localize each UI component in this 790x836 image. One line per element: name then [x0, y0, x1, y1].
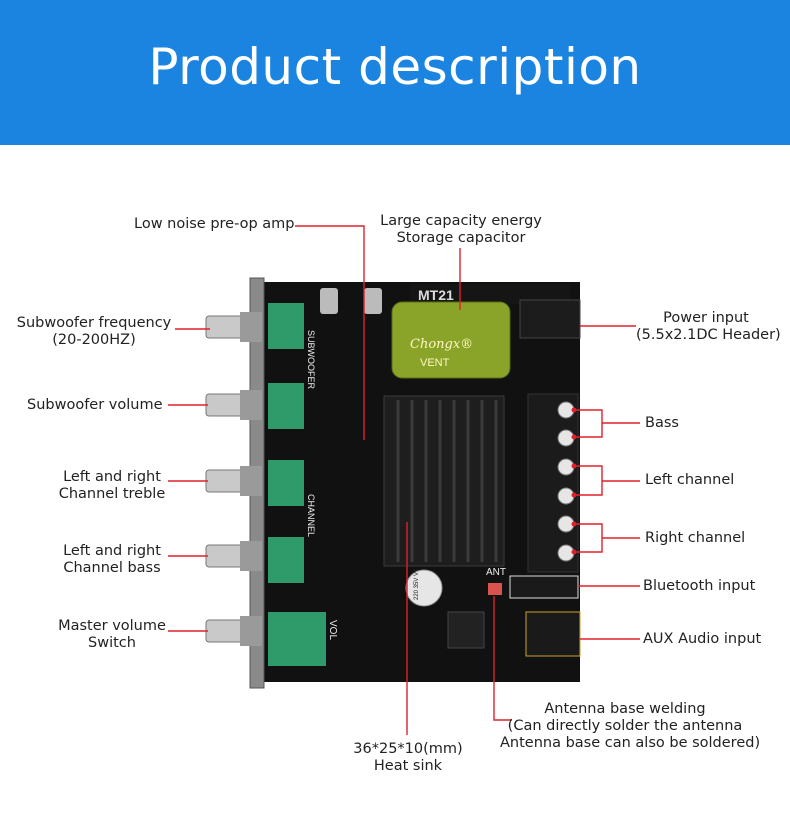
label-sub-volume: Subwoofer volume	[27, 397, 163, 413]
label-left-channel: Left channel	[645, 472, 735, 488]
label-preamp: Low noise pre-op amp	[134, 216, 295, 232]
small-capacitor-1	[320, 288, 338, 314]
antenna-pads	[488, 583, 502, 595]
label-master-volume-line1: Master volume	[58, 618, 166, 634]
label-treble: Left and right Channel treble	[52, 469, 172, 503]
board-model-text: MT21	[418, 287, 454, 303]
knob-master-volume	[205, 616, 262, 646]
heatsink	[383, 395, 505, 567]
label-bass-knob-line2: Channel bass	[63, 560, 161, 576]
bluetooth-module	[509, 575, 579, 599]
pot-master	[268, 612, 326, 666]
pot-sub-frequency	[268, 303, 304, 349]
label-antenna-line3: Antenna base can also be soldered)	[500, 735, 761, 751]
silk-ant: ANT	[486, 567, 506, 578]
label-sub-frequency: Subwoofer frequency (20-200HZ)	[14, 315, 174, 349]
label-master-volume: Master volume Switch	[52, 618, 172, 652]
amp-chip	[447, 611, 485, 649]
label-bass-knob-line1: Left and right	[63, 543, 161, 559]
label-master-volume-line2: Switch	[88, 635, 136, 651]
label-capacitor: Large capacity energy Storage capacitor	[380, 213, 542, 247]
label-antenna-line1: Antenna base welding	[544, 701, 706, 717]
label-capacitor-line1: Large capacity energy	[380, 213, 542, 229]
storage-capacitor	[391, 301, 511, 379]
capacitor-vent: VENT	[420, 357, 450, 369]
label-capacitor-line2: Storage capacitor	[396, 230, 526, 246]
label-right-channel: Right channel	[645, 530, 746, 546]
label-power-input-line1: Power input	[663, 310, 749, 326]
label-power-input: Power input (5.5x2.1DC Header)	[636, 310, 781, 344]
label-bass-output: Bass	[645, 415, 679, 431]
silk-channel: CHANNEL	[306, 494, 316, 537]
pot-treble	[268, 460, 304, 506]
speaker-terminal-block	[527, 393, 579, 573]
silk-subwoofer: SUBWOOFER	[306, 330, 316, 390]
label-heatsink-line1: 36*25*10(mm)	[353, 741, 463, 757]
label-antenna: Antenna base welding (Can directly solde…	[500, 701, 761, 752]
dc-jack	[519, 299, 581, 339]
pot-bass	[268, 537, 304, 583]
label-heatsink: 36*25*10(mm) Heat sink	[346, 741, 470, 775]
label-antenna-line2: (Can directly solder the antenna	[507, 718, 743, 734]
capacitor-brand: Chongx®	[410, 337, 473, 352]
label-bass-knob: Left and right Channel bass	[52, 543, 172, 577]
knob-sub-frequency	[205, 312, 262, 342]
label-bluetooth-input: Bluetooth input	[643, 578, 756, 594]
aux-jack	[525, 611, 581, 657]
label-treble-line2: Channel treble	[58, 486, 166, 502]
label-sub-frequency-line1: Subwoofer frequency	[16, 315, 172, 331]
small-capacitor-2	[364, 288, 382, 314]
pot-sub-volume	[268, 383, 304, 429]
label-treble-line1: Left and right	[63, 469, 161, 485]
label-aux-input: AUX Audio input	[643, 631, 762, 647]
label-sub-frequency-line2: (20-200HZ)	[52, 332, 136, 348]
knob-bass	[205, 541, 262, 571]
leader-lines	[168, 225, 640, 735]
label-heatsink-line2: Heat sink	[373, 758, 443, 774]
label-power-input-line2: (5.5x2.1DC Header)	[636, 327, 781, 343]
board-top-tab	[410, 284, 570, 304]
round-capacitor-text: 220 35V VT	[414, 568, 420, 600]
page-title: Product description	[148, 38, 642, 96]
knob-treble	[205, 466, 262, 496]
knob-sub-volume	[205, 390, 262, 420]
silk-vol: VOL	[327, 620, 338, 640]
round-capacitor	[405, 569, 443, 607]
title-banner: Product description	[0, 0, 790, 145]
